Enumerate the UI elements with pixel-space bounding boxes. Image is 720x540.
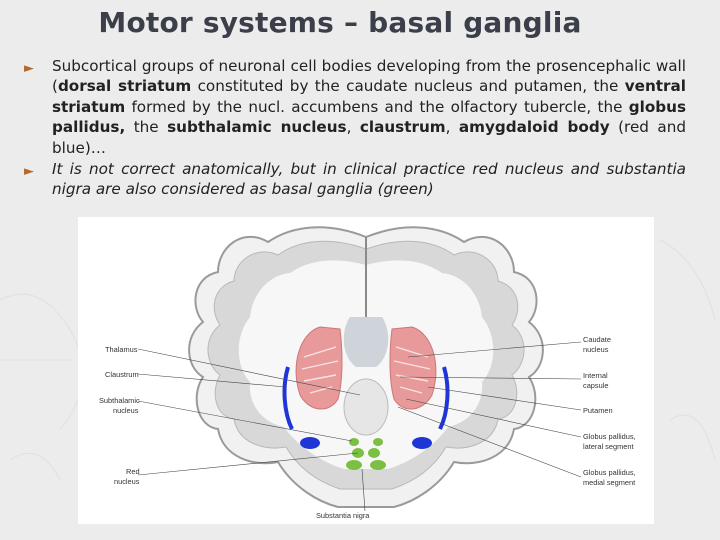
label-putamen: Putamen — [583, 406, 613, 415]
label-caudate-line1: Caudate — [583, 335, 611, 344]
brain-coronal-section-figure: Thalamus Claustrum Subthalamic nucleus R… — [78, 217, 654, 524]
bullet-item-clinical-note: ► It is not correct anatomically, but in… — [24, 159, 686, 200]
thalamus-shape — [344, 379, 388, 435]
bullet-text: , — [347, 118, 360, 136]
term-amygdaloid-body: amygdaloid body — [459, 118, 610, 136]
label-gp-medial-line2: medial segment — [583, 478, 635, 487]
substantia-nigra-left — [346, 460, 362, 470]
bullet-list: ► Subcortical groups of neuronal cell bo… — [24, 56, 686, 200]
term-claustrum: claustrum — [360, 118, 446, 136]
label-caudate-line2: nucleus — [583, 345, 609, 354]
label-subthalamic-line2: nucleus — [113, 406, 139, 415]
label-internal-line1: Internal — [583, 371, 608, 380]
slide-title: Motor systems – basal ganglia — [0, 6, 680, 39]
bullet-text: constituted by the caudate nucleus and p… — [191, 77, 625, 95]
triangle-bullet-icon: ► — [24, 59, 34, 79]
triangle-bullet-icon: ► — [24, 162, 34, 182]
term-subthalamic-nucleus: subthalamic nucleus — [167, 118, 346, 136]
term-dorsal-striatum: dorsal striatum — [58, 77, 191, 95]
bullet-text: It is not correct anatomically, but in c… — [52, 160, 686, 198]
label-red-line2: nucleus — [114, 477, 140, 486]
bullet-text: the — [125, 118, 167, 136]
substantia-nigra-right — [370, 460, 386, 470]
bullet-text: formed by the nucl. accumbens and the ol… — [125, 98, 629, 116]
red-nucleus-right — [368, 448, 380, 458]
label-gp-medial-line1: Globus pallidus, — [583, 468, 636, 477]
subthalamic-nucleus-right — [373, 438, 383, 446]
label-gp-lateral-line2: lateral segment — [583, 442, 634, 451]
label-claustrum: Claustrum — [105, 370, 139, 379]
label-substantia-nigra: Substantia nigra — [316, 511, 370, 520]
bullet-item-definition: ► Subcortical groups of neuronal cell bo… — [24, 56, 686, 158]
label-internal-line2: capsule — [583, 381, 608, 390]
subthalamic-nucleus-left — [349, 438, 359, 446]
label-subthalamic-line1: Subthalamic — [99, 396, 140, 405]
brain-illustration: Thalamus Claustrum Subthalamic nucleus R… — [78, 217, 654, 524]
label-thalamus: Thalamus — [105, 345, 138, 354]
amygdala-right — [412, 437, 432, 449]
amygdala-left — [300, 437, 320, 449]
bullet-text: , — [446, 118, 459, 136]
label-gp-lateral-line1: Globus pallidus, — [583, 432, 636, 441]
label-red-line1: Red — [126, 467, 140, 476]
